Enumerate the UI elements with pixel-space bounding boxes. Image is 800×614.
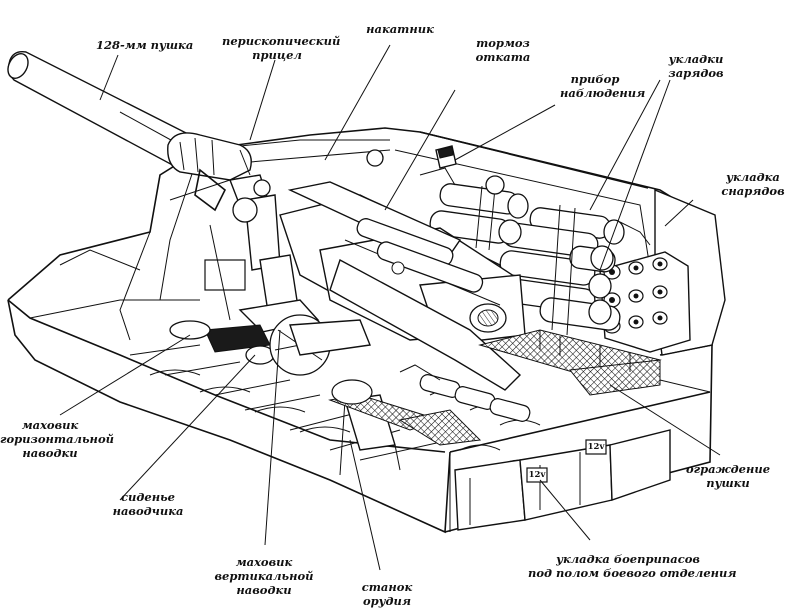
ammo-box-marking: 12v <box>587 442 605 452</box>
label-elevation-handwheel: маховик вертикальной наводки <box>214 555 314 597</box>
label-charge-racks: укладки зарядов <box>668 52 724 80</box>
floor-ammo-boxes <box>331 364 711 531</box>
label-traverse-handwheel: маховик горизонтальной наводки <box>0 418 114 460</box>
label-observation-device: прибор наблюдения <box>560 72 646 100</box>
sight-and-controls <box>169 149 371 376</box>
label-shell-rack: укладка снарядов <box>721 170 785 198</box>
label-gun: 128-мм пушка <box>96 38 194 52</box>
gun-breech-assembly <box>279 181 526 391</box>
charge-canisters <box>429 183 625 331</box>
label-floor-ammo-stowage: укладка боеприпасов под полом боевого от… <box>528 552 737 580</box>
label-gunner-seat: сиденье наводчика <box>112 490 184 518</box>
label-gun-guard: ограждение пушки <box>685 462 771 490</box>
charge-rack-straps <box>475 185 651 336</box>
leader-lines <box>59 44 721 571</box>
label-gun-mount: станок орудия <box>361 580 413 608</box>
hull-outline <box>7 127 726 534</box>
label-recuperator: накатник <box>366 22 434 36</box>
label-recoil-brake: тормоз отката <box>475 36 531 64</box>
observation-device <box>366 145 505 195</box>
ammo-box-marking: 12v <box>528 470 546 480</box>
label-periscope-sight: перископический прицел <box>222 34 341 62</box>
gun-barrel <box>7 50 252 181</box>
